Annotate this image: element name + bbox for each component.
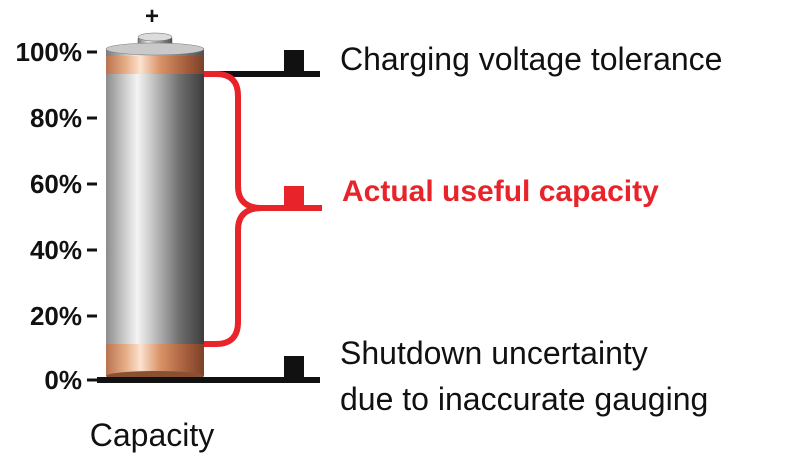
positive-terminal-label: + xyxy=(145,3,159,30)
bottom-marker xyxy=(284,356,304,380)
tick-label-60: 60% xyxy=(30,169,82,199)
battery-top-band xyxy=(106,56,204,74)
capacity-axis-title: Capacity xyxy=(90,417,215,453)
useful-capacity-label: Actual useful capacity xyxy=(342,175,659,208)
tick-label-80: 80% xyxy=(30,103,82,133)
battery-bottom-band xyxy=(106,344,204,376)
useful-capacity-brace xyxy=(204,71,322,347)
tick-label-40: 40% xyxy=(30,235,82,265)
middle-marker xyxy=(284,186,304,208)
tick-label-0: 0% xyxy=(44,365,82,395)
battery-top-cap xyxy=(105,42,205,56)
tick-label-20: 20% xyxy=(30,301,82,331)
tick-label-100: 100% xyxy=(16,37,83,67)
battery-terminal-top xyxy=(137,32,173,42)
top-marker xyxy=(284,50,304,74)
axis-ticks: 100% 80% 60% 40% 20% 0% xyxy=(16,37,97,395)
charging-voltage-label: Charging voltage tolerance xyxy=(340,41,722,77)
battery-body xyxy=(106,74,204,344)
shutdown-label-line2: due to inaccurate gauging xyxy=(340,381,708,417)
battery: + xyxy=(105,3,205,381)
shutdown-label-line1: Shutdown uncertainty xyxy=(340,335,648,371)
